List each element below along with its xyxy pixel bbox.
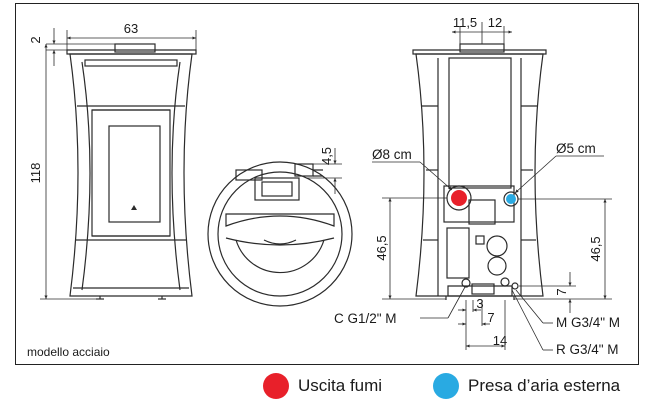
rear-top-vent [459, 43, 505, 53]
legend-air-dot [433, 373, 459, 399]
dim-rear-top-left: 11,5 [453, 15, 477, 30]
smoke-outlet-marker [451, 190, 467, 206]
dim-front-width: 63 [124, 21, 138, 36]
model-label: modello acciaio [27, 345, 110, 359]
rear-c-fitting [461, 278, 471, 288]
dim-front-top: 2 [28, 36, 43, 43]
front-door-frame [91, 109, 171, 237]
rear-m-fitting [500, 277, 510, 287]
dim-top-offset: 4,5 [319, 147, 334, 165]
connection-r-label: R G3/4" M [556, 342, 619, 357]
rear-dimensions [372, 22, 612, 351]
front-logo [131, 205, 137, 210]
rear-view [412, 43, 547, 300]
top-inner-arc [235, 239, 325, 274]
dim-bottom-7-right: 7 [554, 288, 569, 295]
top-flue-box [254, 177, 300, 201]
front-right-panel-line [171, 61, 181, 291]
front-top-vent [114, 43, 156, 53]
rear-body [415, 53, 544, 297]
dim-intake-diameter: Ø5 cm [556, 141, 596, 156]
dim-intake-height: 46,5 [588, 236, 603, 261]
rear-flue-channel [448, 57, 512, 189]
front-left-panel-line [81, 61, 91, 291]
legend-smoke-dot [263, 373, 289, 399]
front-dimensions [40, 28, 197, 300]
dim-outlet-diameter: Ø8 cm [372, 147, 412, 162]
legend-air-label: Presa d’aria esterna [468, 376, 621, 395]
dim-bottom-14: 14 [493, 333, 507, 348]
dim-rear-top-right: 12 [488, 15, 502, 30]
drawing-frame [15, 3, 639, 365]
legend-smoke-label: Uscita fumi [298, 376, 383, 395]
rear-r-fitting [511, 282, 519, 290]
connection-c-label: C G1/2" M [334, 311, 397, 326]
connection-m-label: M G3/4" M [556, 315, 620, 330]
front-grille [84, 59, 178, 67]
dim-front-height: 118 [28, 163, 43, 184]
top-dimensions [306, 148, 342, 194]
top-outer-ring [207, 161, 353, 307]
air-intake-marker [506, 194, 516, 204]
dim-outlet-height: 46,5 [374, 235, 389, 260]
top-view [207, 161, 353, 307]
front-body [69, 53, 193, 297]
top-middle-ring [217, 171, 343, 297]
rear-pump [486, 235, 508, 257]
front-view [66, 43, 197, 300]
rear-board [446, 227, 470, 279]
top-arc [225, 237, 335, 246]
dim-bottom-7: 7 [487, 310, 494, 325]
top-handle [225, 213, 335, 227]
dim-bottom-3: 3 [476, 296, 483, 311]
front-glass [108, 125, 161, 223]
